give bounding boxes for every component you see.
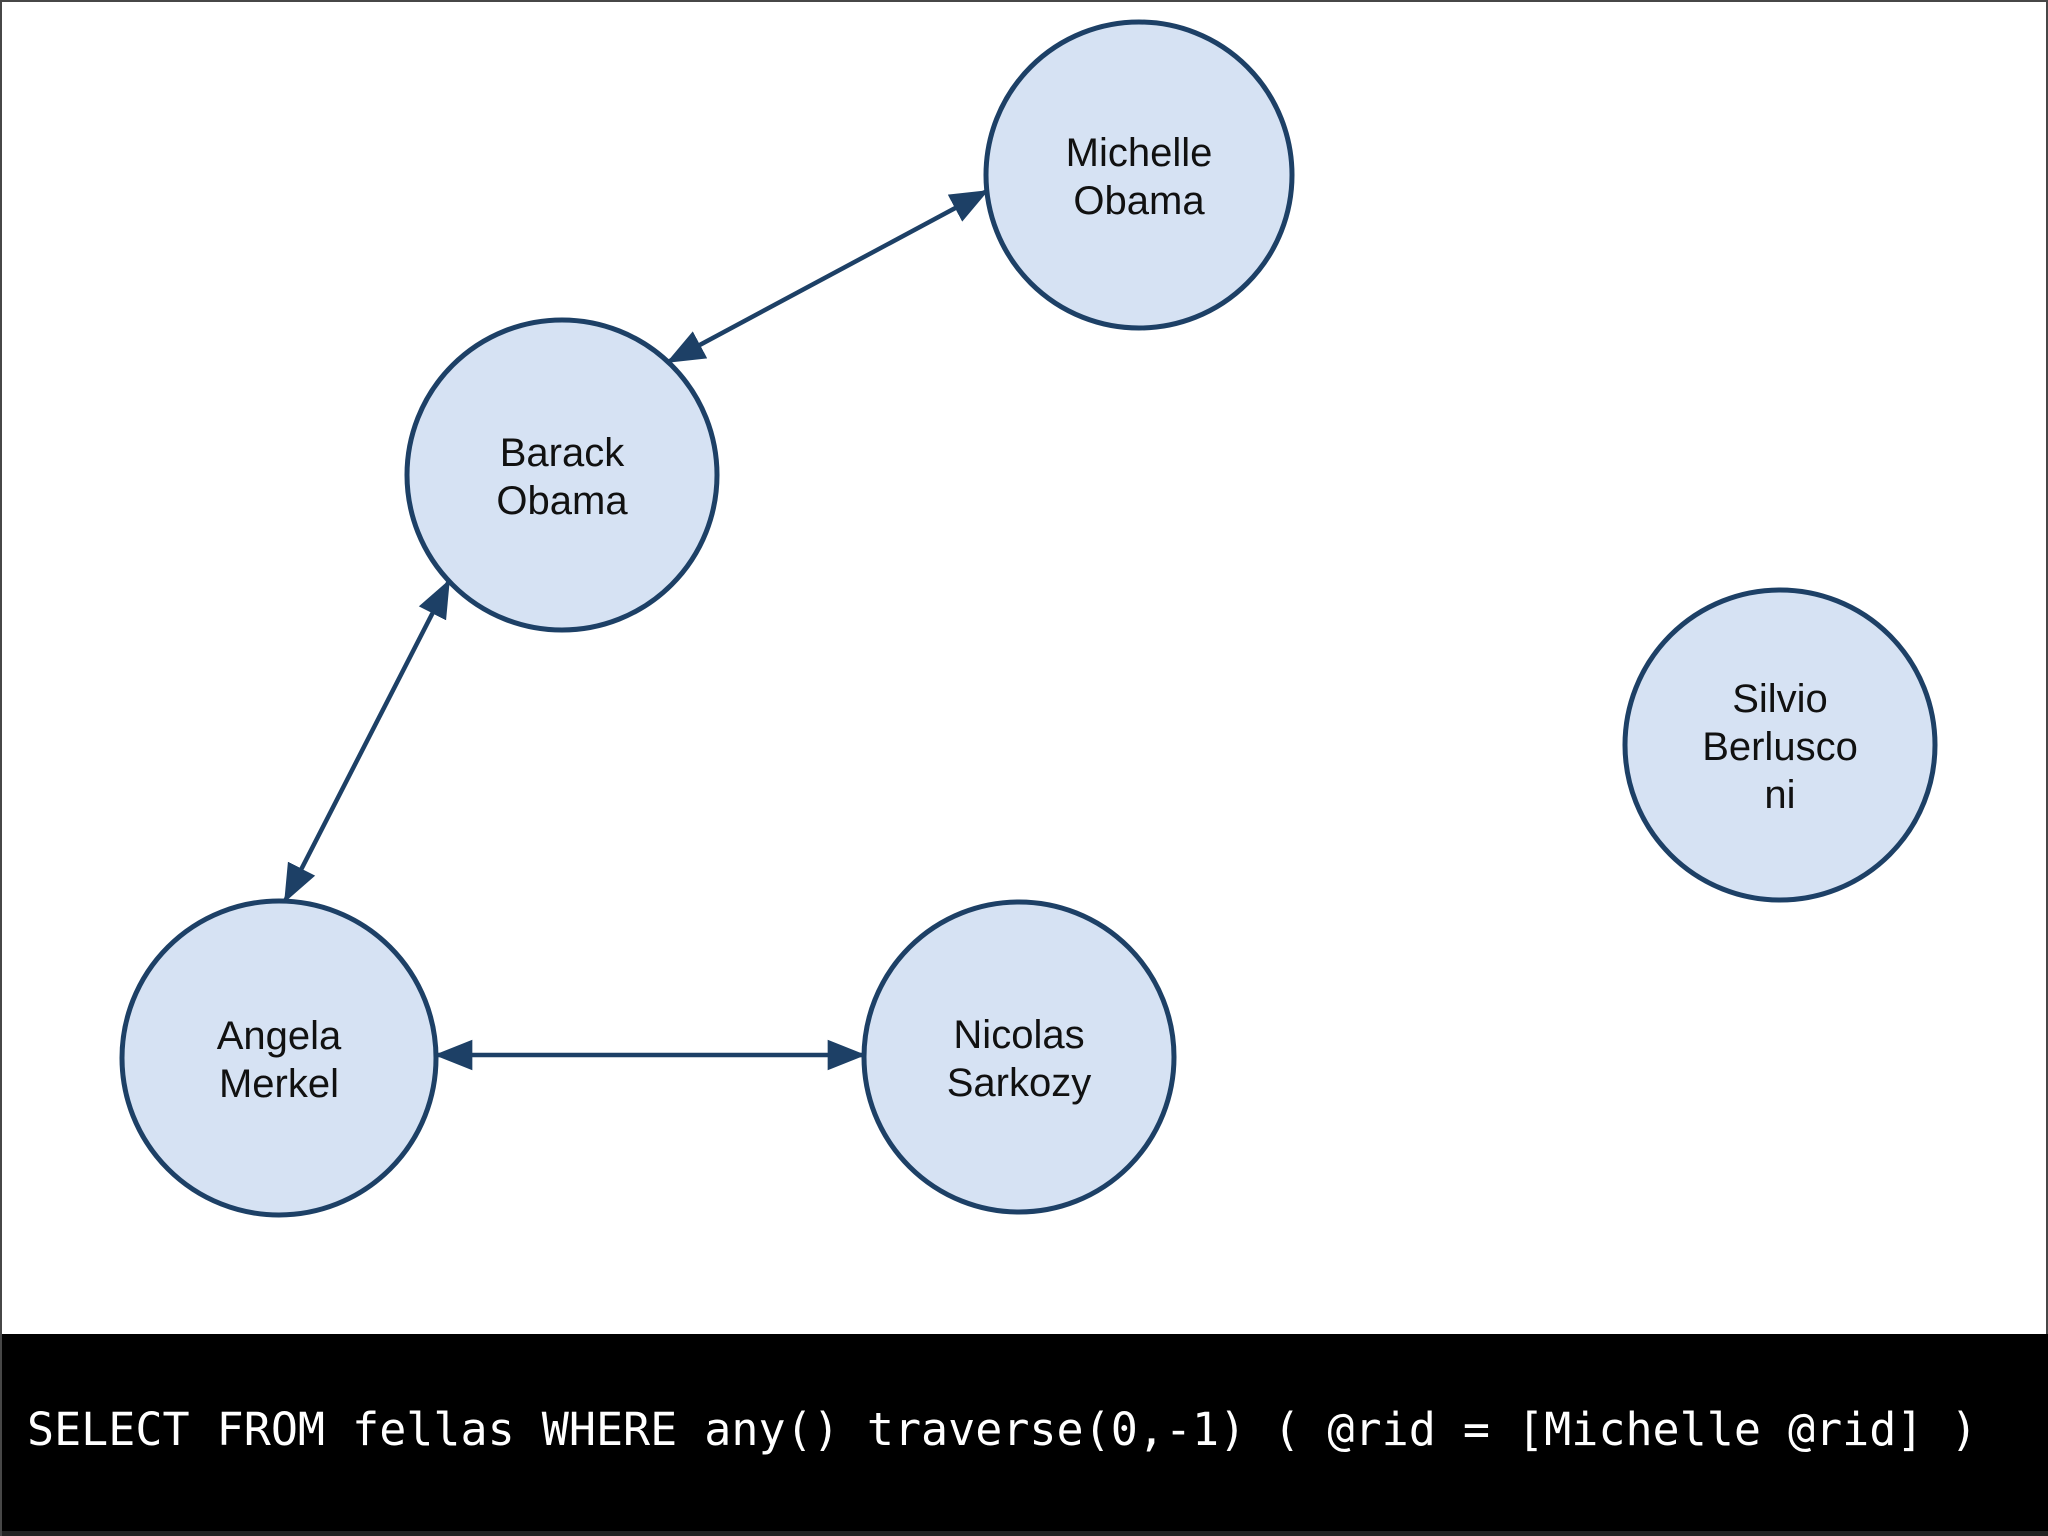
node-circle-silvio[interactable] (1622, 587, 1938, 903)
node-label-line: Angela (217, 1014, 342, 1058)
node-label-line: Berlusco (1702, 725, 1858, 769)
node-label-line: ni (1764, 773, 1795, 817)
node-circle-angela[interactable] (119, 898, 439, 1218)
node-label-line: Obama (1073, 179, 1205, 223)
node-label-line: Sarkozy (947, 1061, 1092, 1105)
edge-line-barack-michelle (666, 189, 989, 364)
graph-canvas: Michelle Obama Barack Obama Silvio Berlu… (119, 19, 1938, 1218)
node-label-line: Michelle (1066, 131, 1213, 175)
query-text: SELECT FROM fellas WHERE any() traverse(… (27, 1402, 1978, 1456)
bottom-edge-strip (2, 1531, 2048, 1536)
edge-barack-michelle (666, 189, 989, 364)
node-barack-obama[interactable]: Barack Obama (404, 317, 720, 633)
query-bar: SELECT FROM fellas WHERE any() traverse(… (2, 1334, 2048, 1536)
node-label-line: Barack (500, 431, 625, 475)
node-label-line: Merkel (219, 1062, 339, 1106)
node-michelle-obama[interactable]: Michelle Obama (983, 19, 1295, 331)
edge-line-barack-angela (282, 579, 452, 903)
graph-area: Michelle Obama Barack Obama Silvio Berlu… (2, 2, 2048, 1334)
node-label-line: Obama (496, 479, 628, 523)
node-label-line: Nicolas (953, 1013, 1084, 1057)
node-silvio-berlusconi[interactable]: Silvio Berlusco ni (1622, 587, 1938, 903)
node-circle-barack[interactable] (404, 317, 720, 633)
node-label-line: Silvio (1732, 677, 1828, 721)
node-nicolas-sarkozy[interactable]: Nicolas Sarkozy (861, 899, 1177, 1215)
node-circle-nicolas[interactable] (861, 899, 1177, 1215)
edge-barack-angela (282, 579, 452, 903)
node-circle-michelle[interactable] (983, 19, 1295, 331)
node-angela-merkel[interactable]: Angela Merkel (119, 898, 439, 1218)
